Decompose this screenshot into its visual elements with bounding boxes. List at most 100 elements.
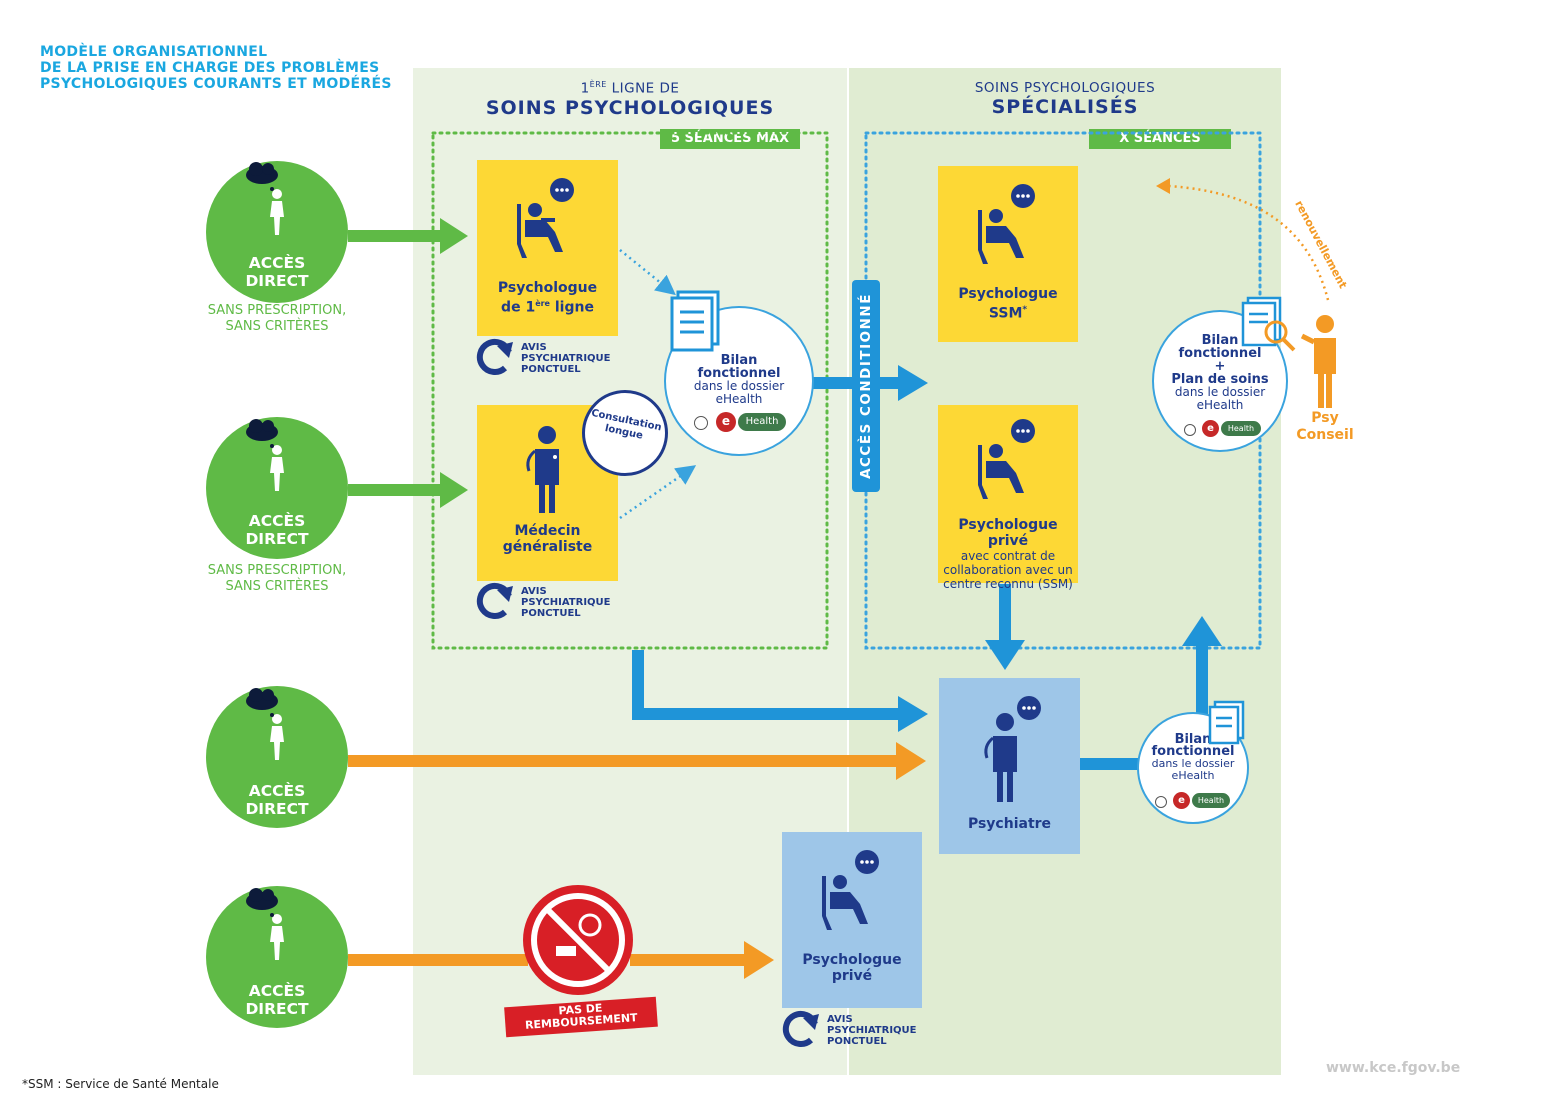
card-label-2: privé [831, 968, 873, 984]
blue-arrow-down [985, 584, 1025, 670]
specialised-title: SPÉCIALISÉS [991, 96, 1139, 118]
first-line-header: 1ÈRE LIGNE DE SOINS PSYCHOLOGIQUES [413, 80, 847, 119]
card-label-1: Psychologue [958, 286, 1058, 302]
access-word: ACCÈS [248, 254, 306, 272]
psychiatrist-icon [984, 696, 1041, 802]
bilan-1: Bilan [720, 353, 758, 368]
note-line-1: SANS PRESCRIPTION, [207, 303, 347, 318]
orange-arrow-psychiatrist [348, 742, 926, 780]
card-psychiatrist[interactable]: Psychiatre [939, 678, 1080, 854]
no-prescription-note-1: SANS PRESCRIPTION,SANS CRITÈRES [187, 303, 367, 335]
ehealth-e: e [716, 412, 736, 432]
bilan-4: eHealth [1171, 769, 1215, 782]
document-icon-small [1208, 700, 1245, 745]
psychologist-icon [517, 178, 574, 258]
direct-word: DIRECT [245, 1000, 309, 1018]
bilan-2: fonctionnel [1151, 744, 1235, 759]
avis-3: PONCTUEL [521, 364, 581, 375]
card-label-1: Psychologue [802, 952, 902, 968]
ehealth-health: Health [1192, 793, 1230, 808]
direct-word: DIRECT [245, 272, 309, 290]
doctor-icon [526, 426, 559, 513]
access-word: ACCÈS [248, 782, 306, 800]
avis-1: AVIS [521, 586, 547, 597]
title-line-2: DE LA PRISE EN CHARGE DES PROBLÈMES [40, 60, 380, 76]
note-line-2: SANS CRITÈRES [225, 319, 329, 334]
card-label-2-sup: ère [535, 299, 550, 308]
conditional-access-bar: ACCÈS CONDITIONNÉ [852, 280, 880, 492]
card-label-1: Médecin [514, 523, 581, 539]
bilan-4: eHealth [715, 392, 763, 406]
footnote: *SSM : Service de Santé Mentale [22, 1077, 219, 1091]
refresh-icon [782, 1010, 819, 1047]
psychologist-icon [978, 184, 1035, 264]
direct-word: DIRECT [245, 530, 309, 548]
bilan-1: Bilan [1174, 732, 1212, 747]
blue-arrow-to-psychiatrist [632, 650, 928, 732]
card-label-1: Psychologue privé [958, 517, 1058, 549]
document-icon [670, 290, 720, 352]
header-pre: 1 [580, 80, 590, 97]
bilan-2: fonctionnel [1178, 346, 1262, 361]
ehealth-health: Health [738, 413, 786, 431]
dotted-arrow-2 [619, 465, 697, 520]
card-label-2a: de 1 [501, 299, 536, 316]
bilan-4: Plan de soins [1171, 372, 1269, 387]
psy-conseil-1: Psy [1311, 410, 1339, 426]
conditional-access-label: ACCÈS CONDITIONNÉ [858, 293, 874, 479]
note-line-2: SANS CRITÈRES [225, 579, 329, 594]
title-line-1: MODÈLE ORGANISATIONNEL [40, 44, 268, 60]
direct-word: DIRECT [245, 800, 309, 818]
ehealth-logo: e Health [1155, 792, 1235, 810]
note-line-1: SANS PRESCRIPTION, [207, 563, 347, 578]
card-label-4: centre reconnu (SSM) [943, 577, 1073, 591]
bilan-3: dans le dossier [693, 379, 785, 393]
access-word: ACCÈS [248, 982, 306, 1000]
dotted-arrow-1 [619, 249, 676, 296]
avis-2: PSYCHIATRIQUE [521, 597, 611, 608]
card-label-2: généraliste [502, 539, 593, 555]
psychologist-icon [978, 419, 1035, 499]
no-prescription-note-2: SANS PRESCRIPTION,SANS CRITÈRES [187, 563, 367, 595]
title-line-3: PSYCHOLOGIQUES COURANTS ET MODÉRÉS [40, 76, 392, 92]
ehealth-health: Health [1221, 421, 1261, 436]
avis-1: AVIS [521, 342, 547, 353]
card-label-2-sup: * [1022, 305, 1028, 315]
green-arrow-2 [348, 472, 468, 508]
card-label-2b: ligne [549, 299, 594, 316]
bilan-5: dans le dossier [1174, 385, 1266, 399]
magnifier-document-icon [1241, 296, 1296, 352]
cloud-icons [246, 162, 278, 917]
no-refund-icon [523, 885, 633, 995]
bilan-6: eHealth [1196, 398, 1244, 412]
ehealth-e: e [1202, 420, 1219, 437]
blue-arrow-up [1080, 616, 1222, 770]
bilan-2: fonctionnel [697, 366, 781, 381]
first-line-frame [431, 131, 829, 650]
specialised-header: SOINS PSYCHOLOGIQUES SPÉCIALISÉS [849, 80, 1281, 118]
main-title: MODÈLE ORGANISATIONNEL DE LA PRISE EN CH… [40, 44, 392, 92]
header-pre2: LIGNE DE [606, 80, 680, 97]
card-label-2: avec contrat de [960, 549, 1056, 563]
psy-advisor-icon [1300, 315, 1336, 408]
card-label-1: Psychiatre [967, 816, 1052, 832]
ehealth-logo: e Health [694, 412, 789, 432]
renouvellement-arrowhead [1156, 178, 1170, 194]
ehealth-logo: e Health [1184, 420, 1264, 438]
specialised-pre: SOINS PSYCHOLOGIQUES [974, 80, 1156, 96]
website-link[interactable]: www.kce.fgov.be [1326, 1060, 1461, 1076]
